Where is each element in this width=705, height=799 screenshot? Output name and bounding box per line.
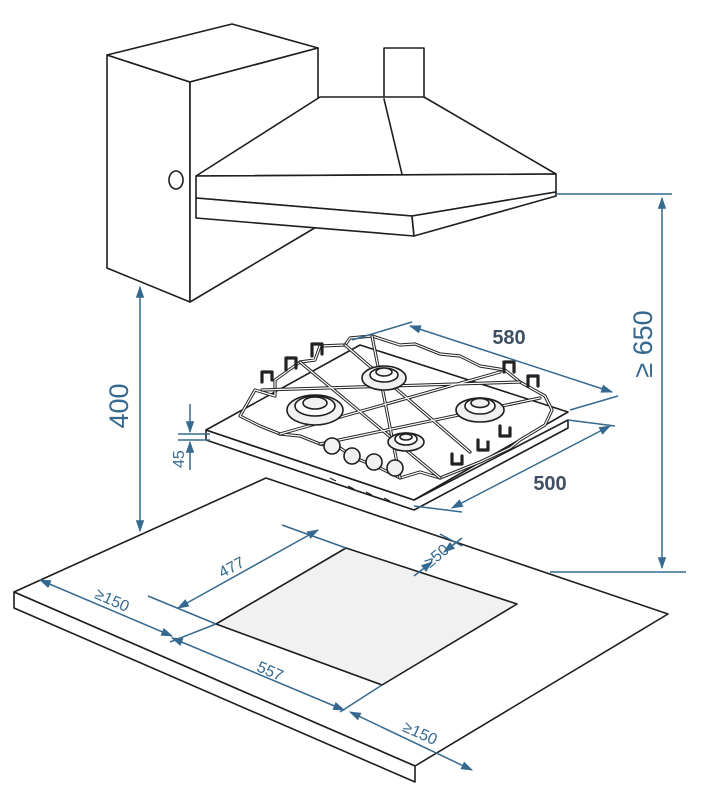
control-knobs [323, 437, 404, 477]
burner-right [455, 397, 505, 423]
dim-400-label: 400 [104, 383, 134, 428]
cabinet-knob [168, 170, 184, 190]
burner-large [286, 394, 344, 426]
dim-500-line [450, 425, 612, 509]
burner-small [387, 432, 425, 452]
dim-hood-height-label: ≥ 650 [628, 310, 658, 377]
dim-477-line [176, 529, 320, 609]
dimension-lines [38, 193, 686, 771]
chimney-hood [195, 47, 557, 237]
dim-500-label: 500 [533, 473, 566, 495]
hood-chimney [383, 47, 425, 103]
burner-back [361, 365, 407, 391]
dim-580-line [408, 325, 614, 393]
dim-right-150-line [348, 711, 474, 771]
dim-557-line [170, 637, 346, 711]
worktop [13, 477, 669, 783]
dim-left-150-line [38, 579, 174, 637]
dim-580-label: 580 [492, 327, 525, 349]
dim-45-label: 45 [171, 450, 188, 468]
